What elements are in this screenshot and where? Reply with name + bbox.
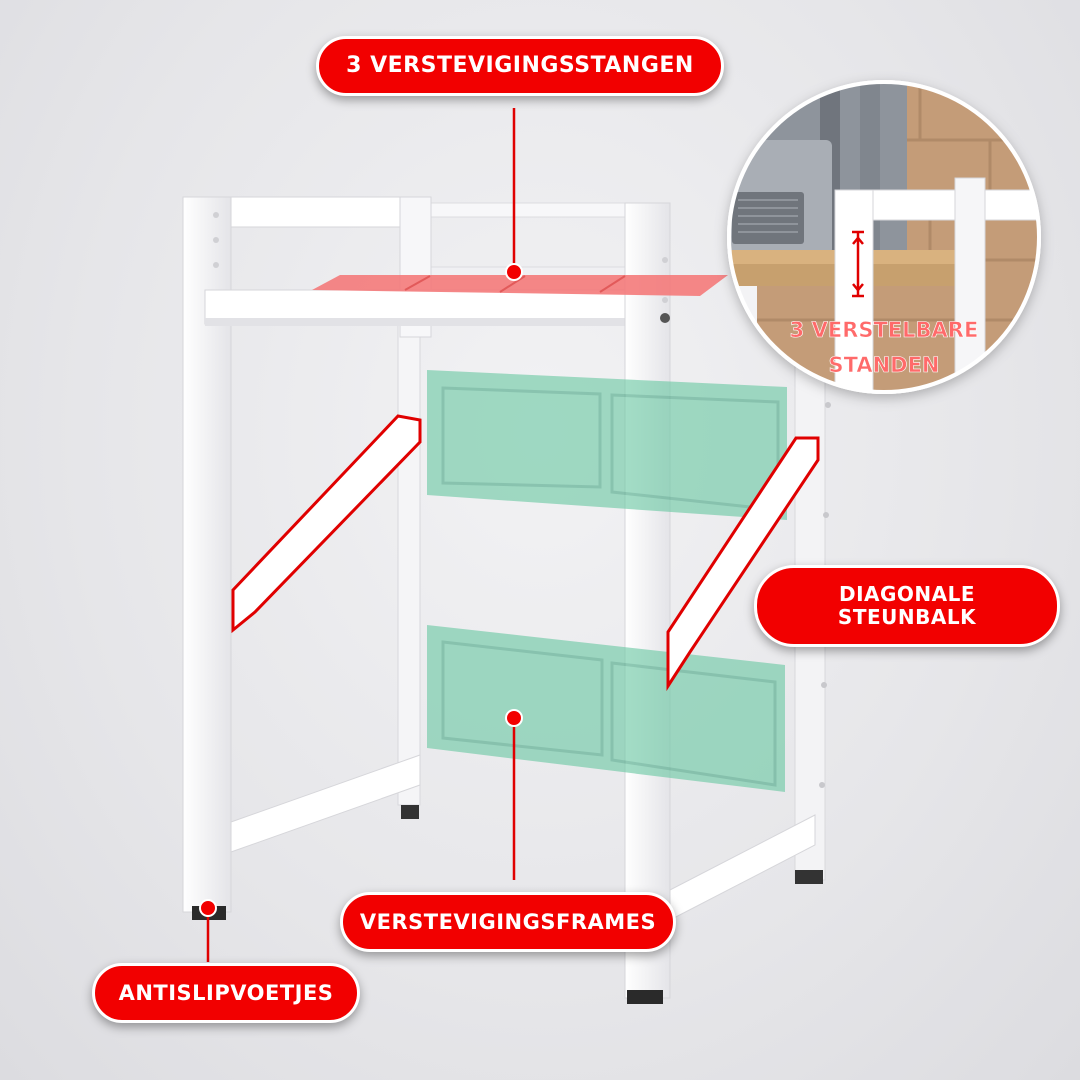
red-dot-icon — [505, 263, 523, 281]
diagonal-beam-left — [231, 414, 422, 634]
back-left-leg — [397, 314, 421, 819]
stabilizer-bars-label: 3 VERSTEVIGINGSSTANGEN — [346, 53, 694, 79]
red-dot-icon — [199, 899, 217, 917]
front-top-rail — [204, 289, 666, 326]
back-top-rails — [424, 202, 641, 280]
diagonal-beam-label: DIAGONALE STEUNBALK — [837, 582, 977, 629]
stabilizer-bars-callout: 3 VERSTEVIGINGSSTANGEN — [316, 36, 724, 96]
reinforcement-frames-highlight — [427, 370, 787, 792]
diagonal-beam-callout: DIAGONALE STEUNBALK — [754, 565, 1060, 647]
adjustable-levels-label-line2: STANDEN — [829, 353, 940, 377]
right-side-frame — [624, 202, 831, 1004]
inset-zoom-circle: 3 VERSTELBARE STANDEN — [727, 80, 1041, 394]
stabilizer-bars-highlight — [312, 275, 728, 296]
anti-slip-feet-callout: ANTISLIPVOETJES — [92, 963, 360, 1023]
callout-connectors — [199, 108, 523, 962]
diagonal-beam-right — [666, 436, 820, 692]
red-dot-icon — [505, 709, 523, 727]
adjustable-levels-label: 3 VERSTELBARE — [790, 318, 979, 342]
double-arrow-icon — [852, 230, 864, 298]
anti-slip-feet-label: ANTISLIPVOETJES — [118, 980, 334, 1005]
reinforcement-frames-callout: VERSTEVIGINGSFRAMES — [340, 892, 676, 952]
reinforcement-frames-label: VERSTEVIGINGSFRAMES — [359, 909, 657, 934]
